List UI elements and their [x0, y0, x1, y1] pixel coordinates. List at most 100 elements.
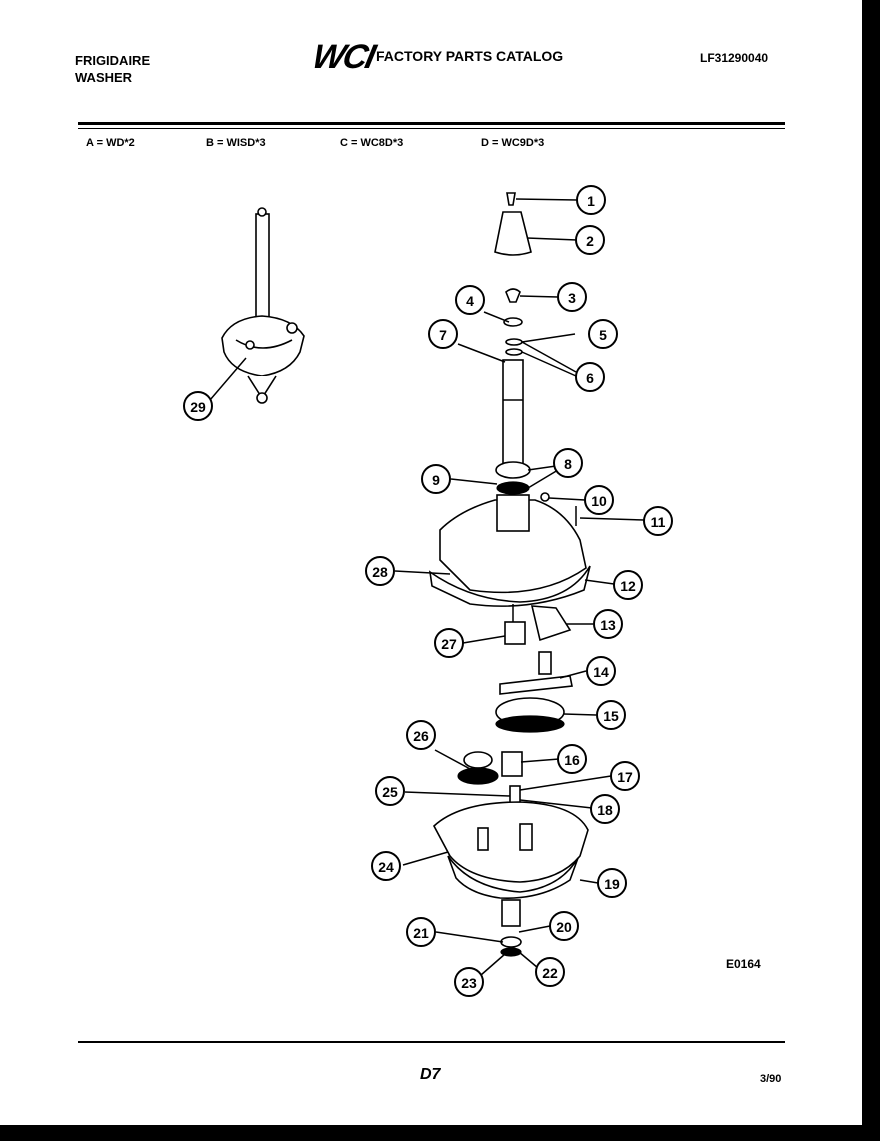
model-d: D = WC9D*3 [481, 137, 545, 149]
callout-circle [575, 362, 605, 392]
callout-number: 3 [568, 290, 576, 306]
callout-22: 22 [535, 957, 565, 987]
callout-19: 19 [597, 868, 627, 898]
callout-10: 10 [584, 485, 614, 515]
callout-circle [406, 917, 436, 947]
callout-1: 1 [576, 185, 606, 215]
callout-circle [535, 957, 565, 987]
catalog-title: FACTORY PARTS CATALOG [376, 48, 564, 64]
callout-circle [183, 391, 213, 421]
callout-circle [371, 851, 401, 881]
callout-number: 1 [587, 193, 595, 209]
callout-number: 6 [586, 370, 594, 386]
callout-13: 13 [593, 609, 623, 639]
callout-17: 17 [610, 761, 640, 791]
callout-circle [553, 448, 583, 478]
callout-circle [576, 185, 606, 215]
callout-circle [421, 464, 451, 494]
leader-lines [209, 198, 645, 976]
callout-circle [575, 225, 605, 255]
header-rule-top [78, 122, 785, 125]
callout-number: 20 [556, 919, 572, 935]
callout-number: 16 [564, 752, 580, 768]
callout-circle [584, 485, 614, 515]
callout-circle [454, 967, 484, 997]
callout-20: 20 [549, 911, 579, 941]
callout-circle [593, 609, 623, 639]
callout-7: 7 [428, 319, 458, 349]
callout-23: 23 [454, 967, 484, 997]
footer-rule [78, 1041, 785, 1043]
callout-circle [557, 744, 587, 774]
callout-number: 11 [651, 514, 666, 530]
product-type: WASHER [75, 70, 133, 85]
callout-circle [590, 794, 620, 824]
callout-number: 4 [466, 293, 474, 309]
callout-6: 6 [575, 362, 605, 392]
callout-28: 28 [365, 556, 395, 586]
callout-9: 9 [421, 464, 451, 494]
callout-number: 25 [382, 784, 398, 800]
callout-number: 9 [432, 472, 440, 488]
callout-circle [596, 700, 626, 730]
callout-12: 12 [613, 570, 643, 600]
callout-16: 16 [557, 744, 587, 774]
callout-14: 14 [586, 656, 616, 686]
callout-number: 7 [439, 327, 447, 343]
callout-circle [434, 628, 464, 658]
callout-3: 3 [557, 282, 587, 312]
callout-number: 19 [604, 876, 620, 892]
callout-8: 8 [553, 448, 583, 478]
callout-number: 13 [600, 617, 616, 633]
callout-number: 14 [593, 664, 609, 680]
callout-circle [455, 285, 485, 315]
callout-number: 5 [599, 327, 607, 343]
brand-name: FRIGIDAIRE [75, 53, 151, 68]
callout-number: 24 [378, 859, 394, 875]
callout-circle [588, 319, 618, 349]
callout-circle [549, 911, 579, 941]
callout-number: 10 [591, 493, 607, 509]
callout-number: 17 [617, 769, 633, 785]
callout-24: 24 [371, 851, 401, 881]
callout-27: 27 [434, 628, 464, 658]
main-exploded-stack [428, 192, 591, 957]
callout-26: 26 [406, 720, 436, 750]
callout-18: 18 [590, 794, 620, 824]
callout-circle [375, 776, 405, 806]
callout-number: 21 [413, 925, 429, 941]
callout-circle [597, 868, 627, 898]
model-c: C = WC8D*3 [340, 137, 404, 149]
page-number: D7 [420, 1066, 441, 1083]
callout-number: 23 [461, 975, 477, 991]
callout-number: 2 [586, 233, 594, 249]
callout-number: 8 [564, 456, 572, 472]
catalog-number: LF31290040 [700, 51, 769, 65]
revision-date: 3/90 [760, 1073, 782, 1085]
callout-number: 29 [190, 399, 206, 415]
callout-circle [586, 656, 616, 686]
callout-number: 26 [413, 728, 429, 744]
callout-circle [610, 761, 640, 791]
callout-circle [428, 319, 458, 349]
callout-number: 12 [620, 578, 636, 594]
callout-number: 28 [372, 564, 388, 580]
callout-number: 18 [597, 802, 613, 818]
brand-block: FRIGIDAIRE WASHER [75, 52, 150, 86]
callout-21: 21 [406, 917, 436, 947]
callout-2: 2 [575, 225, 605, 255]
model-a: A = WD*2 [86, 137, 135, 149]
callout-15: 15 [596, 700, 626, 730]
callout-11: 11 [643, 506, 673, 536]
callout-circle [557, 282, 587, 312]
callout-circle [613, 570, 643, 600]
callout-circle [406, 720, 436, 750]
callout-number: 27 [441, 636, 457, 652]
callout-circle [365, 556, 395, 586]
callout-number: 22 [542, 965, 558, 981]
callout-circle [643, 506, 673, 536]
callout-4: 4 [455, 285, 485, 315]
callout-25: 25 [375, 776, 405, 806]
